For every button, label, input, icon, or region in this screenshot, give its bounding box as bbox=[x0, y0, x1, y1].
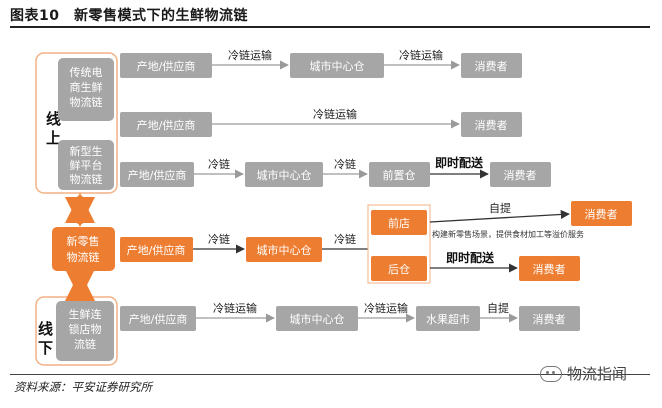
figure-title: 图表10 新零售模式下的生鲜物流链 bbox=[10, 8, 248, 24]
new-retail-line2: 物流链 bbox=[67, 250, 100, 264]
row5-origin-box bbox=[120, 306, 196, 331]
row4-consumer2-box bbox=[519, 256, 580, 281]
row4-consumer2-text: 消费者 bbox=[533, 262, 566, 276]
row2-origin-box bbox=[120, 112, 212, 137]
row1-origin-box bbox=[120, 53, 212, 78]
store-note: 构建新零售场景，提供食材加工等溢价服务 bbox=[432, 229, 584, 239]
self-pickup-label: 自提 bbox=[489, 202, 511, 215]
row3-arrow2-label: 冷链 bbox=[334, 157, 356, 171]
row5-consumer-text: 消费者 bbox=[533, 312, 566, 326]
row5-arrow1-label: 冷链运输 bbox=[213, 301, 257, 315]
row5-consumer-box bbox=[519, 306, 580, 331]
traditional-line2: 商生鲜 bbox=[70, 80, 103, 94]
platform-line3: 物流链 bbox=[70, 172, 103, 186]
row2-origin-text: 产地/供应商 bbox=[137, 118, 196, 132]
row1-consumer-text: 消费者 bbox=[475, 59, 508, 73]
row1-citydc-box bbox=[290, 53, 384, 78]
row3-citydc-box bbox=[245, 162, 323, 187]
row4-citydc-text: 城市中心仓 bbox=[257, 243, 312, 257]
chain-store-line2: 锁店物 bbox=[69, 322, 102, 336]
traditional-line1: 传统电 bbox=[70, 66, 103, 79]
row5-origin-text: 产地/供应商 bbox=[129, 312, 188, 326]
offline-label-line1: 线 bbox=[38, 320, 53, 338]
back-warehouse-text: 后仓 bbox=[388, 262, 410, 276]
front-store-text: 前店 bbox=[388, 216, 410, 230]
row5-fruitmarket-text: 水果超市 bbox=[426, 312, 470, 326]
traditional-ecommerce-box bbox=[58, 58, 114, 121]
row5-arrow3-label: 自提 bbox=[487, 302, 509, 315]
row5-citydc-text: 城市中心仓 bbox=[290, 312, 345, 326]
row4-arrow2-label: 冷链 bbox=[334, 232, 356, 246]
row5-citydc-box bbox=[276, 306, 358, 331]
offline-label-line2: 下 bbox=[38, 339, 53, 357]
row3-frontwarehouse-box bbox=[369, 162, 430, 187]
row2-arrow-label: 冷链运输 bbox=[313, 107, 357, 121]
row1-citydc-text: 城市中心仓 bbox=[310, 59, 365, 73]
footer-rule bbox=[10, 374, 650, 375]
platform-line1: 新型生 bbox=[70, 144, 103, 158]
row4-origin-box bbox=[120, 237, 193, 262]
new-retail-box bbox=[52, 227, 115, 271]
row3-consumer-text: 消费者 bbox=[504, 168, 537, 182]
source-note: 资料来源：平安证券研究所 bbox=[14, 380, 152, 394]
row4-origin-text: 产地/供应商 bbox=[127, 243, 186, 257]
row1-arrow1-label: 冷链运输 bbox=[228, 48, 272, 62]
watermark: 物流指闻 bbox=[540, 363, 627, 384]
new-platform-box bbox=[58, 140, 114, 190]
row2-consumer-box bbox=[461, 112, 522, 137]
front-store-box bbox=[371, 210, 427, 235]
front-store-pickup-arrow bbox=[429, 209, 570, 223]
row2-consumer-text: 消费者 bbox=[475, 118, 508, 132]
row4-arrow1-label: 冷链 bbox=[208, 232, 230, 246]
back-warehouse-box bbox=[371, 256, 427, 281]
row1-arrow2-label: 冷链运输 bbox=[399, 48, 443, 62]
wechat-icon bbox=[540, 365, 562, 382]
online-label-line2: 上 bbox=[46, 129, 61, 147]
row3-origin-box bbox=[120, 162, 194, 187]
watermark-text: 物流指闻 bbox=[567, 365, 628, 383]
online-label-line1: 线 bbox=[46, 110, 61, 128]
row3-arrow3-label: 即时配送 bbox=[435, 155, 484, 170]
row3-frontwarehouse-text: 前置仓 bbox=[383, 168, 416, 182]
row3-origin-text: 产地/供应商 bbox=[128, 168, 187, 182]
title-rule bbox=[10, 26, 650, 28]
row3-consumer-box bbox=[490, 162, 551, 187]
platform-line2: 鲜平台 bbox=[70, 158, 103, 172]
chain-store-line1: 生鲜连 bbox=[69, 307, 102, 321]
row4-consumer1-text: 消费者 bbox=[585, 207, 618, 221]
chain-store-box bbox=[56, 301, 114, 361]
row3-arrow1-label: 冷链 bbox=[208, 157, 230, 171]
row3-citydc-text: 城市中心仓 bbox=[257, 168, 312, 182]
row1-origin-text: 产地/供应商 bbox=[137, 59, 196, 73]
chain-store-line3: 流链 bbox=[74, 337, 96, 351]
new-retail-line1: 新零售 bbox=[67, 234, 100, 248]
store-group-outline bbox=[367, 204, 431, 284]
row1-consumer-box bbox=[461, 53, 522, 78]
row4-consumer1-box bbox=[571, 201, 632, 226]
traditional-line3: 物流链 bbox=[70, 95, 103, 109]
row5-fruitmarket-box bbox=[416, 306, 480, 331]
row4-citydc-box bbox=[246, 237, 322, 262]
instant-delivery-label: 即时配送 bbox=[446, 250, 495, 265]
row5-arrow2-label: 冷链运输 bbox=[364, 301, 408, 315]
